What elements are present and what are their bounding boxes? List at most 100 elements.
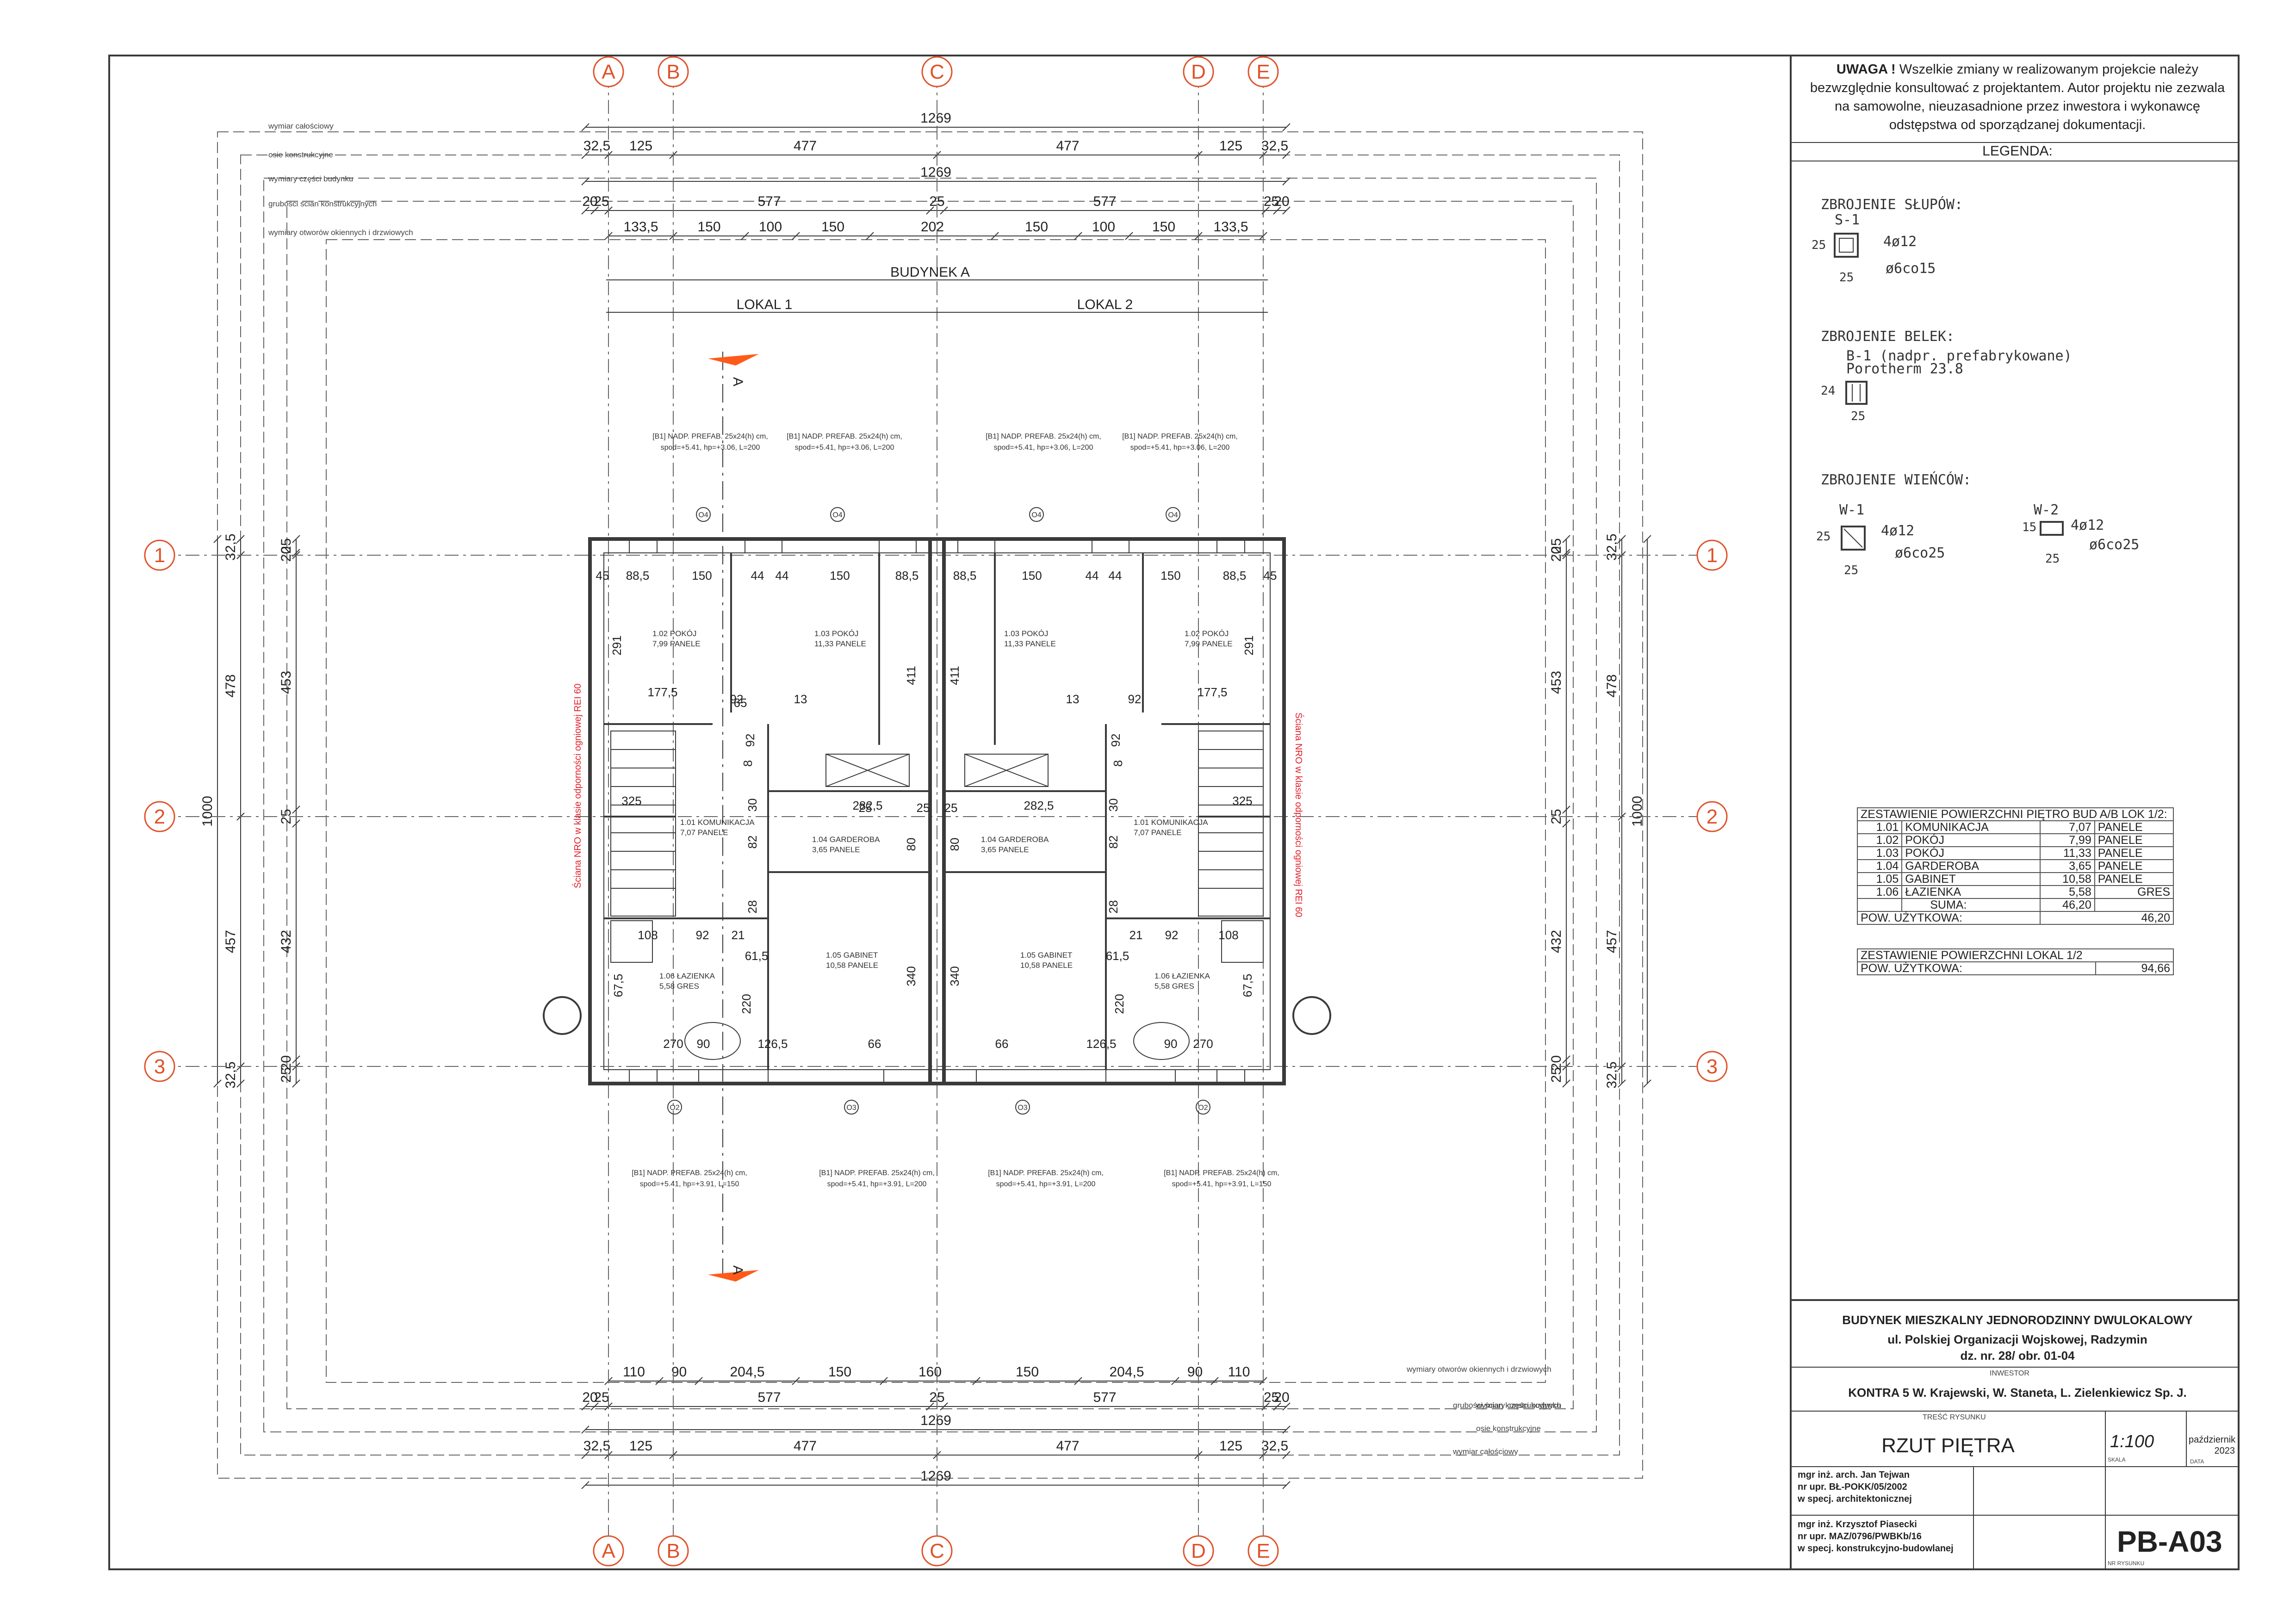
room-name: 1.02 POKÓJ — [652, 629, 696, 638]
dim-bot-openings-tick — [1210, 1377, 1219, 1385]
label-walls-b: grubości ścian konstrukcyjnych — [1453, 1401, 1561, 1410]
axis-bubble — [1696, 539, 1728, 571]
inner-dim: 13 — [1066, 692, 1080, 706]
room-name: 1.04 GARDEROBA — [812, 835, 880, 844]
ring2-h: 15 — [2022, 520, 2037, 534]
dim-top-openings-tick — [792, 232, 800, 240]
row-name: ŁAZIENKA — [1901, 885, 2041, 899]
window — [883, 1069, 977, 1084]
axis-number-3: 3 — [1706, 1055, 1718, 1078]
dim-top-walls-value: 577 — [1093, 194, 1116, 209]
room-name: 1.04 GARDEROBA — [981, 835, 1049, 844]
sum-label: SUMA: — [1901, 898, 2041, 912]
wall-lamp-right — [1292, 996, 1331, 1035]
inner-dim: 80 — [904, 838, 918, 851]
inner-dim: 92 — [743, 734, 757, 747]
column-name: S-1 — [1835, 212, 1860, 228]
row-area: 5,58 — [2040, 885, 2095, 899]
dim-bot-openings-value: 204,5 — [1109, 1364, 1144, 1380]
dim-bot-axes-value: 32,5 — [1261, 1438, 1288, 1454]
inner-dim: 88,5 — [626, 569, 650, 582]
author-1-name: mgr inż. arch. Jan Tejwan — [1798, 1470, 1910, 1480]
row-name: GABINET — [1901, 872, 2041, 886]
dim-bot-openings-value: 90 — [1187, 1364, 1203, 1380]
area-table: ZESTAWIENIE POWIERZCHNI PIĘTRO BUD A/B L… — [1856, 807, 2174, 925]
beam-name: B-1 (nadpr. prefabrykowane) — [1846, 348, 2072, 364]
label-parts-b: wymiary części budynku — [1476, 1401, 1561, 1410]
window-tag — [696, 507, 711, 522]
ring1-main: 4ø12 — [1881, 523, 1915, 539]
dim-left-walls-tick — [292, 819, 300, 828]
stairs-left — [610, 731, 676, 917]
notice-line-4: odstępstwa od sporządzanej dokumentacji. — [1889, 118, 2146, 132]
lintel-bot-line2: spod=+5.41, hp=+3.91, L=200 — [827, 1180, 927, 1188]
beam-h: 24 — [1821, 384, 1836, 398]
dim-top-parts-tick — [581, 177, 590, 186]
lintel-top-line1: [B1] NADP. PREFAB. 25x24(h) cm, — [652, 433, 768, 440]
dim-bot-axes-value: 477 — [794, 1438, 817, 1454]
label-walls: grubości ścian konstrukcyjnych — [268, 199, 377, 208]
dim-top-parts-value: 1269 — [920, 165, 951, 180]
dim-top-walls-tick — [1282, 206, 1291, 215]
row-area: 7,99 — [2040, 833, 2095, 847]
lintel-bot-line2: spod=+5.41, hp=+3.91, L=150 — [640, 1180, 739, 1188]
dim-bot-walls-value: 577 — [757, 1390, 781, 1405]
area-table-title: ZESTAWIENIE POWIERZCHNI PIĘTRO BUD A/B L… — [1857, 807, 2174, 821]
dim-bot-openings-tick — [972, 1377, 980, 1385]
dim-bot-walls-value: 25 — [1264, 1390, 1279, 1405]
lintel-bot-line2: spod=+5.41, hp=+3.91, L=150 — [1172, 1180, 1272, 1188]
unit1-label: LOKAL 1 — [737, 297, 793, 312]
lintel-top-line2: spod=+5.41, hp=+3.06, L=200 — [661, 444, 760, 452]
unit-usable-label: POW. UŻYTKOWA: — [1857, 961, 2096, 975]
row-no: 1.04 — [1856, 859, 1903, 873]
inner-dim: 13 — [794, 692, 807, 706]
label-axes-b: osie konstrukcyjne — [1476, 1424, 1541, 1433]
room-area: 10,58 PANELE — [1020, 961, 1073, 970]
inner-dim: 30 — [745, 799, 759, 812]
room-area: 3,65 PANELE — [812, 845, 860, 854]
dim-bot-openings-tick — [655, 1377, 664, 1385]
axis-letter-E: E — [1256, 61, 1270, 83]
dim-top-openings-value: 133,5 — [1213, 219, 1248, 235]
axis-bubble — [144, 539, 175, 571]
column-dim-w: 25 — [1839, 271, 1854, 285]
dim-right-walls-value: 453 — [1549, 671, 1564, 694]
inner-dim: 61,5 — [1106, 949, 1129, 963]
axis-bubble — [921, 1535, 953, 1567]
section-arrow-top — [708, 354, 759, 365]
row-no: 1.05 — [1856, 872, 1903, 886]
usable-row: POW. UŻYTKOWA:94,66 — [1857, 961, 2174, 975]
dim-frame-walls — [286, 201, 1574, 1409]
inner-dim: 126,5 — [1086, 1037, 1116, 1051]
dim-left-walls-value: 20 — [279, 546, 294, 562]
dim-bot-parts-tick — [1282, 1425, 1291, 1434]
usable-value: 46,20 — [2040, 911, 2174, 925]
window — [629, 539, 658, 553]
axis-bubble — [658, 1535, 689, 1567]
label-total: wymiar całościowy — [268, 122, 334, 130]
inner-dim: 291 — [610, 635, 624, 655]
row-name: POKÓJ — [1901, 846, 2041, 860]
inner-dim: 25 — [859, 801, 872, 815]
row-area: 10,58 — [2040, 872, 2095, 886]
dim-bot-walls-tick — [926, 1402, 934, 1411]
dim-top-openings-tick — [991, 232, 999, 240]
inner-dim: 340 — [948, 966, 962, 986]
room-area: 3,65 PANELE — [981, 845, 1029, 854]
legend-heading: LEGENDA: — [1982, 143, 2053, 159]
lintel-top-line2: spod=+5.41, hp=+3.06, L=200 — [1130, 444, 1230, 452]
dim-right-walls-value: 25 — [1549, 1067, 1564, 1083]
dim-top-openings-value: 150 — [697, 219, 720, 235]
inner-dim: 150 — [1022, 569, 1042, 582]
window — [1216, 539, 1245, 553]
author-1-license: nr upr. BŁ-POKK/05/2002 — [1798, 1482, 1907, 1492]
label-openings-b: wymiary otworów okiennych i drzwiowych — [1406, 1365, 1551, 1374]
window-tag — [1029, 507, 1044, 522]
ring2-section — [2040, 521, 2064, 536]
section-mark-top: A — [730, 377, 745, 386]
wardrobe — [825, 754, 910, 787]
